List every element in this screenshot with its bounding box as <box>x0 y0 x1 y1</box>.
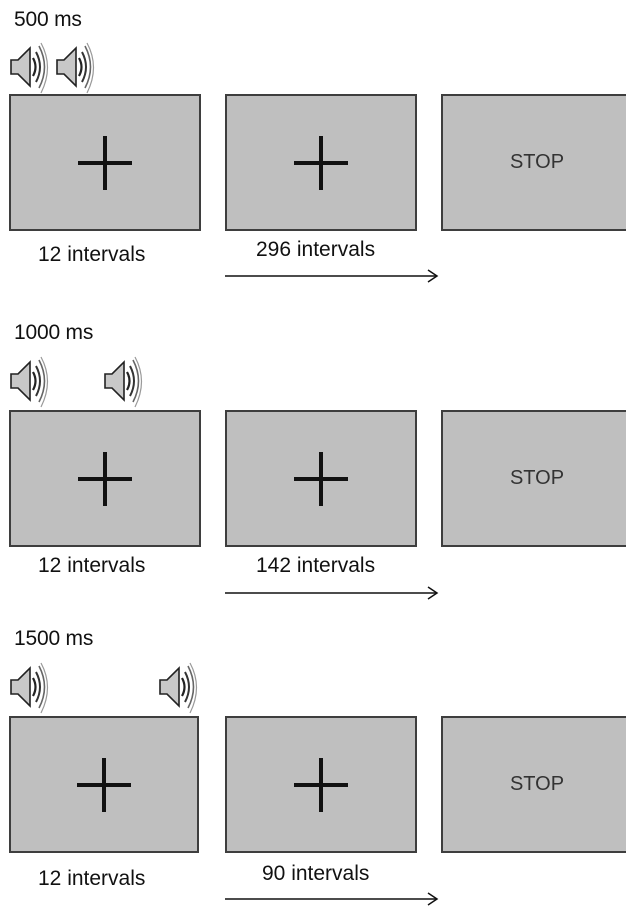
fixation-panel-followup <box>225 410 417 547</box>
fixation-panel-initial <box>9 94 201 231</box>
time-arrow-icon <box>225 892 439 906</box>
fixation-panel-initial <box>9 716 199 853</box>
speaker-icon <box>104 356 143 408</box>
fixation-cross-icon <box>294 451 348 506</box>
speaker-icon <box>10 662 49 714</box>
followup-interval-count: 142 intervals <box>256 554 376 577</box>
initial-interval-count: 12 intervals <box>38 554 146 577</box>
speaker-icon <box>10 42 49 94</box>
fixation-cross-icon <box>77 757 131 812</box>
stop-panel: STOP <box>441 410 626 547</box>
condition-1000ms: 1000 ms STOP 12 intervals 142 intervals <box>0 316 626 616</box>
initial-interval-count: 12 intervals <box>38 243 146 266</box>
fixation-cross-icon <box>294 135 348 190</box>
stop-label: STOP <box>509 772 565 795</box>
fixation-cross-icon <box>294 757 348 812</box>
interval-label: 500 ms <box>14 8 82 31</box>
condition-1500ms: 1500 ms STOP 12 intervals 90 intervals <box>0 622 626 922</box>
followup-interval-count: 90 intervals <box>262 862 370 885</box>
speaker-icon <box>159 662 198 714</box>
fixation-panel-initial <box>9 410 201 547</box>
time-arrow-icon <box>225 269 439 283</box>
fixation-panel-followup <box>225 94 417 231</box>
condition-500ms: 500 ms STOP 12 intervals 296 intervals <box>0 0 626 300</box>
stop-label: STOP <box>509 150 565 173</box>
stop-panel: STOP <box>441 94 626 231</box>
interval-label: 1500 ms <box>14 627 94 650</box>
followup-interval-count: 296 intervals <box>256 238 376 261</box>
speaker-icon <box>10 356 49 408</box>
interval-label: 1000 ms <box>14 321 94 344</box>
speaker-icon <box>56 42 95 94</box>
fixation-cross-icon <box>78 451 132 506</box>
fixation-panel-followup <box>225 716 417 853</box>
stop-label: STOP <box>509 466 565 489</box>
initial-interval-count: 12 intervals <box>38 867 146 890</box>
time-arrow-icon <box>225 586 439 600</box>
stop-panel: STOP <box>441 716 626 853</box>
fixation-cross-icon <box>78 135 132 190</box>
